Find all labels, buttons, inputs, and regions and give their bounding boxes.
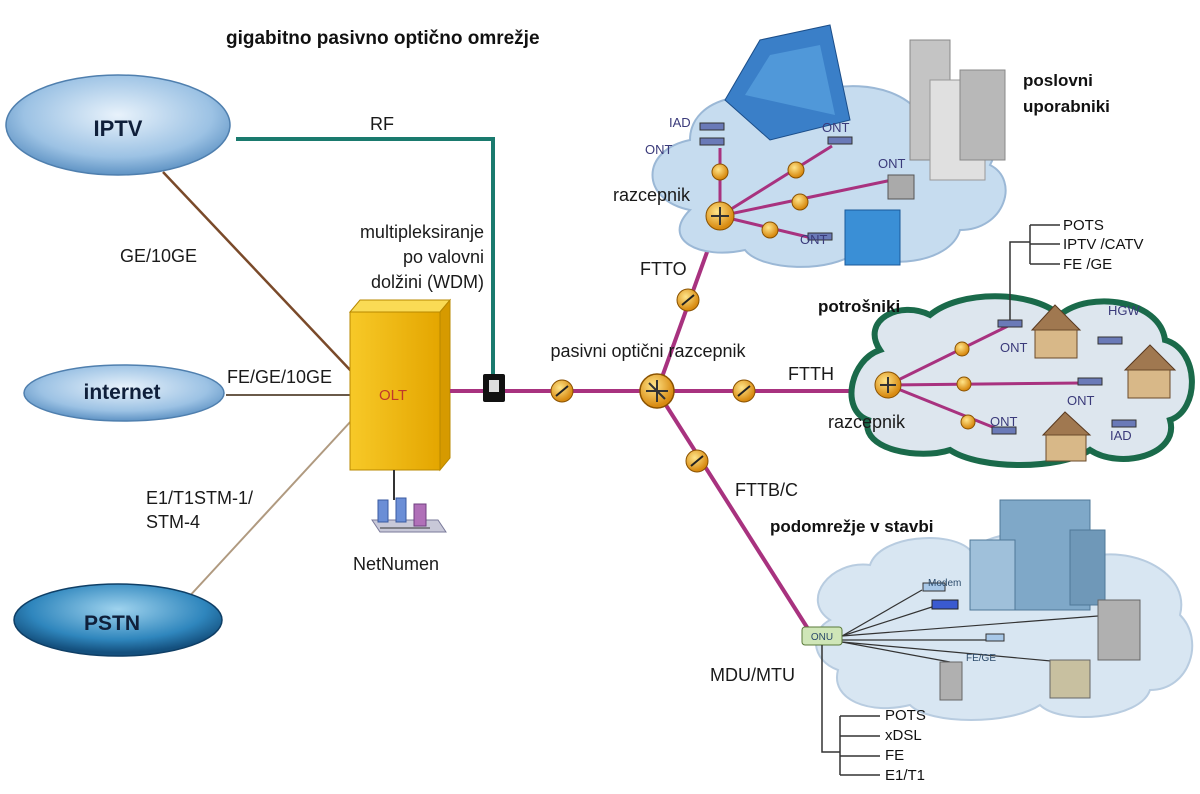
consumer-hgw-label: HGW (1108, 303, 1141, 318)
business-ont-label-4: ONT (800, 232, 828, 247)
consumer-ont-devices (991, 319, 1137, 435)
office-buildings-icon (724, 24, 1006, 266)
netnumen-label: NetNumen (353, 554, 439, 574)
ftth-drop-3 (887, 383, 1001, 432)
building-service-3: FE (885, 747, 904, 764)
building-lines (841, 589, 1099, 663)
wdm-label-line3: dolžini (WDM) (371, 272, 484, 292)
wdm-label-line1: multipleksiranje (360, 222, 484, 242)
consumers-label: potrošniki (818, 297, 900, 316)
consumer-drop-connectors (954, 341, 976, 430)
ftto-drop-ont1 (719, 144, 833, 218)
consumer-iad-label: IAD (1110, 428, 1132, 443)
consumer-service-3: FE /GE (1063, 256, 1112, 273)
business-ont-label-2: ONT (822, 120, 850, 135)
building-service-2: xDSL (885, 727, 922, 744)
onu-device-icon: ONU (801, 626, 843, 646)
business-ont-devices (699, 122, 915, 241)
onu-label: ONU (811, 632, 833, 643)
fttb-label: FTTB/C (735, 480, 798, 500)
olt-label: OLT (379, 387, 407, 404)
netnumen-server-icon (371, 497, 447, 533)
wdm-coupler-icon (483, 374, 505, 402)
pstn-source: PSTN (13, 583, 223, 657)
business-ont-label-1: ONT (645, 142, 673, 157)
ftth-drop-2 (887, 381, 1083, 387)
trunk-connector-icon (550, 379, 574, 403)
iptv-source: IPTV (5, 74, 231, 176)
wdm-label-line2: po valovni (403, 247, 484, 267)
e1-link (185, 419, 353, 601)
building-modem-label: Modem (928, 578, 961, 589)
fttb-fiber (655, 389, 812, 634)
consumer-service-1: POTS (1063, 217, 1104, 234)
building-service-4: E1/T1 (885, 767, 925, 784)
building-fege-label: FE/GE (966, 653, 996, 664)
business-label-line1: poslovni (1023, 71, 1093, 90)
consumer-ont-label-3: ONT (990, 414, 1018, 429)
ftth-drop-1 (887, 323, 1011, 387)
office-building-icon (969, 499, 1106, 611)
consumer-ont-label-1: ONT (1000, 340, 1028, 355)
building-label: podomrežje v stavbi (770, 517, 933, 536)
consumer-houses-icon (1030, 304, 1177, 462)
ftto-label: FTTO (640, 259, 687, 279)
consumer-splitter-label: razcepnik (828, 412, 906, 432)
fe-label: FE/GE/10GE (227, 367, 332, 387)
business-splitter-icon (705, 201, 735, 231)
consumer-splitter-icon (874, 371, 902, 399)
passive-splitter-icon (639, 373, 675, 409)
mdu-label: MDU/MTU (710, 665, 795, 685)
passive-splitter-label: pasivni optični razcepnik (550, 341, 746, 361)
internet-source: internet (23, 364, 225, 422)
consumer-ont-label-2: ONT (1067, 393, 1095, 408)
ftth-connector-icon (732, 379, 756, 403)
business-label-line2: uporabniki (1023, 97, 1110, 116)
business-drop-connectors (711, 161, 809, 239)
internet-label: internet (83, 381, 160, 404)
diagram-title: gigabitno pasivno optično omrežje (226, 28, 540, 49)
rf-label: RF (370, 114, 394, 134)
ftth-label: FTTH (788, 364, 834, 384)
rf-link (236, 137, 495, 376)
building-service-1: POTS (885, 707, 926, 724)
olt-unit: OLT (348, 298, 452, 472)
consumer-services-bracket (1009, 224, 1060, 320)
ge-link (162, 171, 353, 373)
consumer-service-2: IPTV /CATV (1063, 236, 1144, 253)
building-devices (922, 582, 1141, 701)
fttb-connector-icon (685, 449, 709, 473)
pstn-label: PSTN (84, 612, 140, 635)
business-splitter-label: razcepnik (613, 185, 691, 205)
ge-label: GE/10GE (120, 246, 197, 266)
building-services-bracket (821, 645, 880, 776)
e1-label-line1: E1/T1STM-1/ (146, 488, 253, 508)
ftto-connector-icon (676, 288, 700, 312)
business-iad-label: IAD (669, 115, 691, 130)
iptv-label: IPTV (94, 116, 143, 141)
e1-label-line2: STM-4 (146, 512, 200, 532)
business-ont-label-3: ONT (878, 156, 906, 171)
